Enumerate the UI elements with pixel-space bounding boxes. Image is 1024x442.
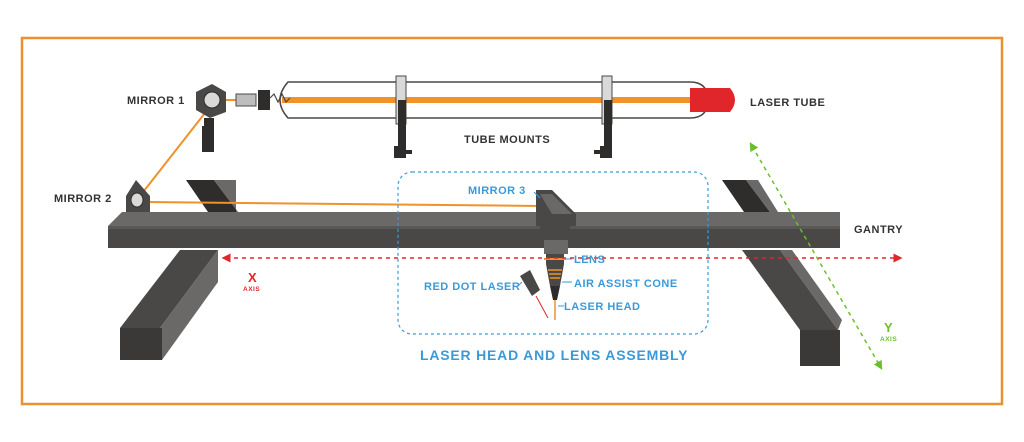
diagram-frame [20, 36, 1004, 406]
mirror-3-leader [533, 191, 541, 199]
label-assembly: LASER HEAD AND LENS ASSEMBLY [420, 347, 688, 363]
tube-mount-right [594, 75, 613, 158]
gantry-beam [108, 212, 840, 248]
label-mirror-1: MIRROR 1 [127, 95, 185, 107]
laser-tube [235, 81, 735, 119]
assembly-outline [397, 171, 709, 335]
y-axis-arrow [749, 142, 883, 370]
label-lens: LENS [574, 254, 605, 266]
label-gantry: GANTRY [854, 224, 903, 236]
red-dot-leader [517, 281, 523, 287]
label-y-axis-word: AXIS [880, 336, 897, 343]
label-laser-tube: LASER TUBE [750, 97, 825, 109]
label-laser-head: LASER HEAD [564, 301, 641, 313]
tube-mount-left [394, 75, 412, 158]
label-red-dot-laser: RED DOT LASER [424, 281, 520, 293]
mirror-3 [536, 190, 576, 226]
red-dot-laser [520, 270, 549, 319]
label-y-axis-name: Y [884, 320, 893, 335]
mirror-2 [126, 180, 150, 212]
back-right-rail [722, 180, 778, 212]
front-left-rail [120, 250, 218, 360]
label-mirror-2: MIRROR 2 [54, 193, 112, 205]
laser-head [540, 226, 570, 320]
label-x-axis-word: AXIS [243, 286, 260, 293]
label-mirror-3: MIRROR 3 [468, 185, 526, 197]
front-right-rail [742, 250, 842, 366]
back-left-rail [186, 180, 238, 212]
label-x-axis-name: X [248, 270, 257, 285]
mirror-1 [196, 84, 226, 152]
label-tube-mounts: TUBE MOUNTS [464, 134, 550, 146]
label-air-assist-cone: AIR ASSIST CONE [574, 278, 678, 290]
